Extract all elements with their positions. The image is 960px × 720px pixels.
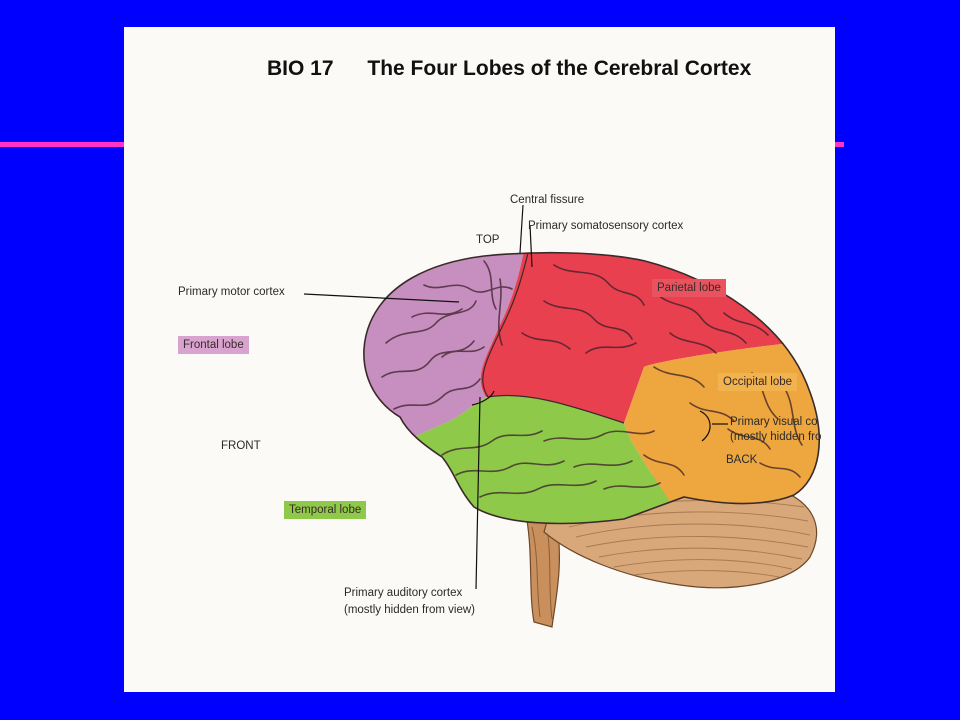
visual-cortex-bracket	[699, 410, 711, 442]
front-orientation-label: FRONT	[221, 440, 261, 452]
brain-diagram	[303, 204, 820, 628]
motor-cortex-pointer	[303, 293, 460, 303]
figure-title-text: The Four Lobes of the Cerebral Cortex	[367, 57, 752, 80]
somatosensory-pointer	[529, 224, 533, 268]
somatosensory-label: Primary somatosensory cortex	[528, 220, 684, 232]
parietal-lobe-tag: Parietal lobe	[652, 279, 726, 297]
auditory-cortex-label-2: (mostly hidden from view)	[344, 604, 476, 616]
visual-cortex-label-2: (mostly hidden fro	[730, 431, 822, 443]
figure-code: BIO 17	[267, 57, 334, 80]
auditory-pointer	[475, 396, 481, 590]
occipital-lobe-tag: Occipital lobe	[718, 373, 798, 391]
auditory-cortex-bracket	[471, 390, 495, 406]
top-orientation-label: TOP	[476, 234, 500, 246]
visual-cortex-label-1: Primary visual co	[730, 416, 818, 428]
motor-cortex-label: Primary motor cortex	[178, 286, 285, 298]
auditory-cortex-label-1: Primary auditory cortex	[344, 587, 463, 599]
temporal-lobe-tag: Temporal lobe	[284, 501, 367, 519]
figure-title: BIO 17 The Four Lobes of the Cerebral Co…	[267, 57, 751, 81]
central-fissure-pointer	[519, 204, 524, 254]
back-orientation-label: BACK	[726, 454, 758, 466]
frontal-lobe-tag: Frontal lobe	[178, 336, 249, 354]
central-fissure-label: Central fissure	[510, 194, 585, 206]
figure-panel: BIO 17 The Four Lobes of the Cerebral Co…	[124, 27, 835, 692]
